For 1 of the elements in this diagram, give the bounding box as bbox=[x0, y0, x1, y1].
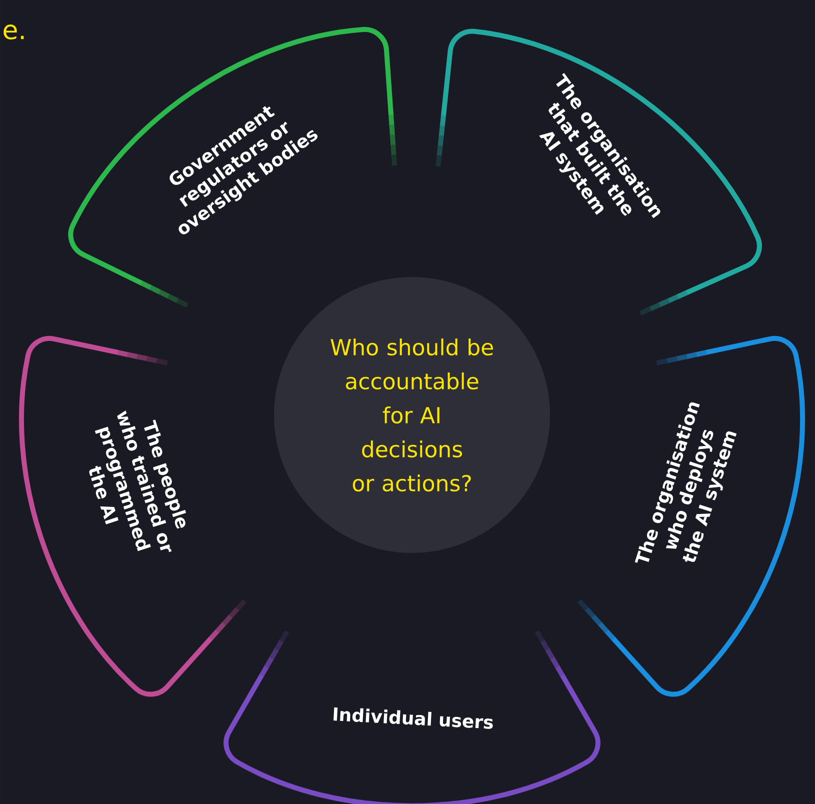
heading-fragment: e. bbox=[4, 24, 24, 40]
